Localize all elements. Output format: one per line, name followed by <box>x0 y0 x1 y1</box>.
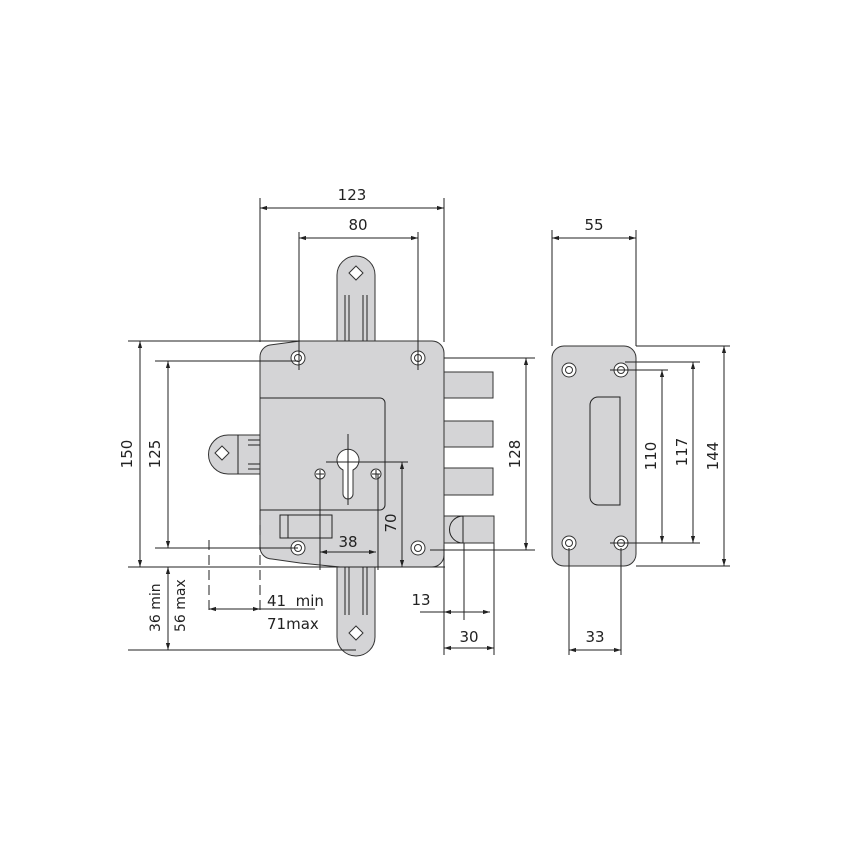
side-view <box>551 345 637 567</box>
dim-117: 117 <box>673 438 691 467</box>
dim-38: 38 <box>338 533 357 551</box>
dim-36-min: 36 min <box>148 583 164 632</box>
dim-55: 55 <box>584 216 603 234</box>
diamond-hole <box>348 625 364 641</box>
dim-13: 13 <box>411 591 430 609</box>
dim-70: 70 <box>382 513 400 532</box>
dim-56-max: 56 max <box>173 579 189 632</box>
dim-128: 128 <box>506 440 524 469</box>
dim-80: 80 <box>348 216 367 234</box>
dim-125: 125 <box>146 440 164 469</box>
dim-71-max: 71max <box>267 615 319 633</box>
bottom-bolt <box>336 565 376 657</box>
left-bolt <box>208 434 261 475</box>
latch-slot <box>279 514 333 539</box>
dim-123: 123 <box>338 186 367 204</box>
dim-30: 30 <box>459 628 478 646</box>
dim-150: 150 <box>118 440 136 469</box>
diamond-hole <box>348 265 364 281</box>
dim-144: 144 <box>704 442 722 471</box>
dimension-lines <box>128 198 730 655</box>
diamond-hole <box>214 445 230 461</box>
dim-110: 110 <box>642 442 660 471</box>
dim-33: 33 <box>585 628 604 646</box>
top-bolt <box>336 255 376 343</box>
right-bolts <box>443 371 495 544</box>
dim-41-min: 41 min <box>267 592 324 610</box>
